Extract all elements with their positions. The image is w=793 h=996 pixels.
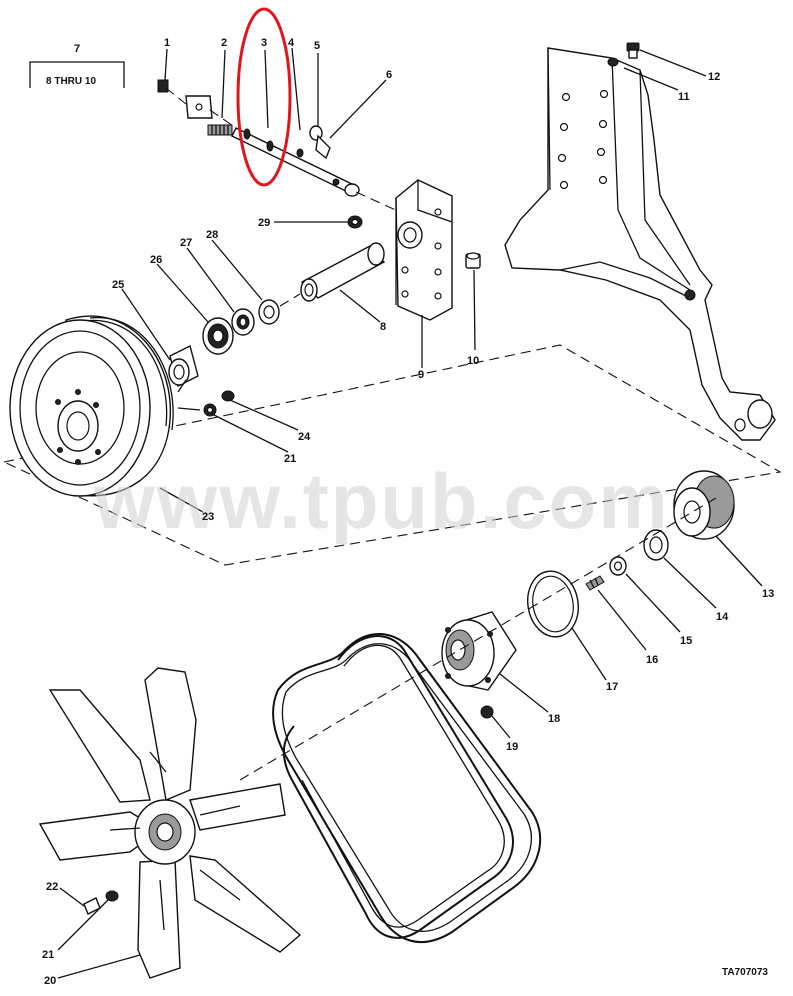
callout-22: 22 [46,881,58,893]
bolt-24 [203,390,235,417]
nut-29 [347,215,363,229]
callout-10: 10 [467,355,479,367]
callout-11: 11 [678,91,690,103]
callout-box-7 [29,61,125,88]
callout-13: 13 [762,588,774,600]
callout-1: 1 [164,37,170,49]
callout-28: 28 [206,229,218,241]
callout-12: 12 [708,71,720,83]
hub-18 [441,611,517,691]
callout-17: 17 [606,681,618,693]
upper-assembly-plane [3,344,782,566]
seal-27 [231,308,255,336]
bearing-26 [202,317,234,355]
oring-17 [527,570,579,638]
highlight-circle [236,7,292,187]
pin-10 [465,252,481,269]
axis-lower [239,497,717,781]
washer-28 [258,299,280,325]
retainer-14 [643,529,669,561]
callout-18: 18 [548,713,560,725]
housing-9 [395,179,453,321]
hub-13 [673,470,735,540]
callout-23: 23 [202,511,214,523]
leader-lines [57,47,763,979]
callout-3: 3 [261,37,267,49]
callout-4: 4 [288,37,295,49]
mounting-bracket [504,47,776,441]
callout-6: 6 [386,69,392,81]
callout-8: 8 [380,321,386,333]
callout-7-range: 8 THRU 10 [46,76,96,87]
callout-5: 5 [314,40,320,52]
callout-29: 29 [258,217,270,229]
callout-9: 9 [418,369,424,381]
callout-20: 20 [44,975,56,987]
callout-21-upper: 21 [284,453,296,465]
bolt-19 [480,705,494,719]
bushing-25 [168,344,199,388]
axis-upper [279,293,301,307]
v-belts [272,633,541,943]
bolt-12 [607,42,640,67]
callout-14: 14 [716,611,729,623]
callout-24: 24 [298,431,311,443]
callout-27: 27 [180,237,192,249]
callout-16: 16 [646,654,658,666]
bolt-22 [83,890,119,915]
callout-26: 26 [150,254,162,266]
callout-2: 2 [221,37,227,49]
pulley-bolt-guide [177,379,201,411]
fan-20 [38,667,302,979]
callout-19: 19 [506,741,518,753]
washer-15 [609,556,627,576]
callout-7: 7 [74,43,80,55]
shaft-assembly [157,79,401,213]
callout-15: 15 [680,635,692,647]
pulley-23 [9,315,174,497]
callout-25: 25 [112,279,124,291]
screw-16 [585,575,605,591]
callout-21-lower: 21 [42,949,54,961]
spacer-8 [300,242,386,302]
watermark: www.tpub.com [93,457,670,545]
figure-id: TA707073 [722,967,768,978]
